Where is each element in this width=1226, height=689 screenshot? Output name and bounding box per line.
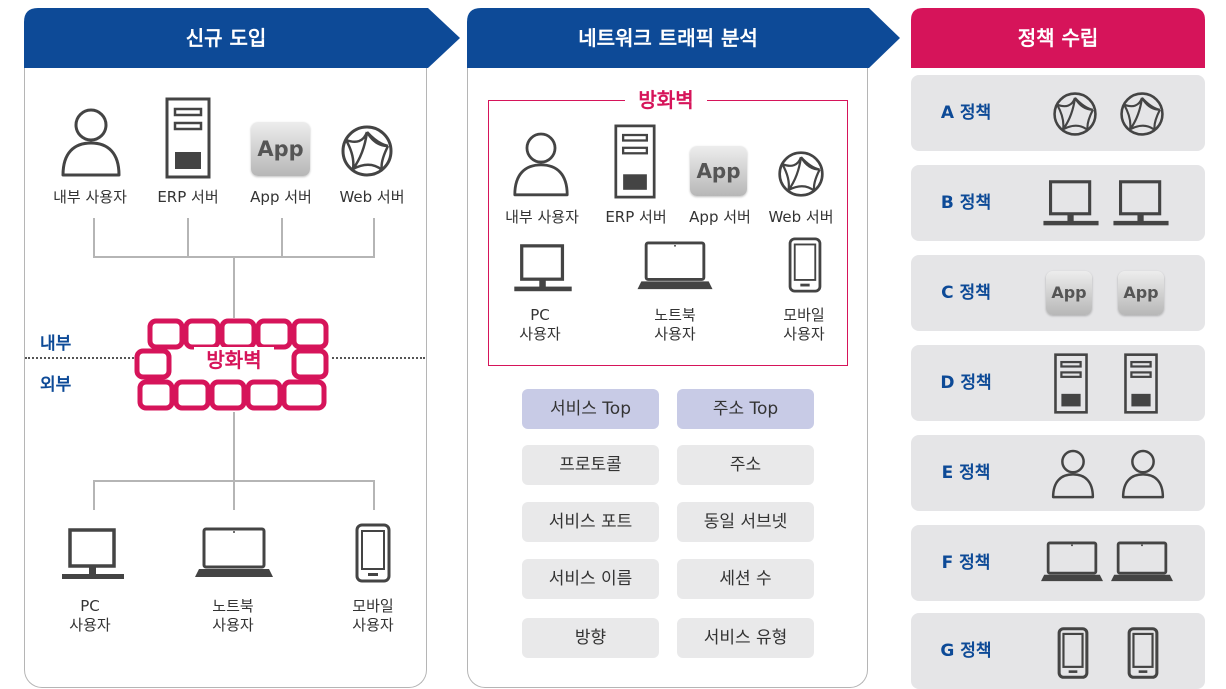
label-erp-server: ERP 서버 <box>157 188 219 206</box>
label-internal-user: 내부 사용자 <box>505 208 579 226</box>
pc-icon <box>1043 180 1099 226</box>
laptop-icon <box>637 241 713 290</box>
chip-direction[interactable]: 방향 <box>522 618 659 658</box>
connector-line <box>233 410 235 480</box>
chip-service-name[interactable]: 서비스 이름 <box>522 559 659 599</box>
middle-firewall-label: 방화벽 <box>625 87 707 113</box>
laptop-icon <box>1111 541 1173 582</box>
globe-icon <box>1120 92 1164 136</box>
user-icon <box>513 132 569 197</box>
label-pc-user: PC 사용자 <box>500 306 580 344</box>
label-laptop-user-text: 노트북 사용자 <box>654 306 696 343</box>
label-laptop-user-text: 노트북 사용자 <box>212 597 254 634</box>
mobile-icon <box>788 237 822 293</box>
connector-line <box>187 218 189 256</box>
mobile-icon <box>355 523 391 583</box>
label-laptop-user: 노트북 사용자 <box>635 306 715 344</box>
chip-same-subnet[interactable]: 동일 서브넷 <box>677 502 814 542</box>
pc-icon <box>514 244 572 292</box>
inside-label: 내부 <box>40 334 72 354</box>
chip-service-port[interactable]: 서비스 포트 <box>522 502 659 542</box>
label-laptop-user: 노트북 사용자 <box>193 597 273 635</box>
outside-label: 외부 <box>40 375 72 395</box>
user-icon <box>61 108 121 177</box>
connector-line <box>373 218 375 256</box>
label-erp-server: ERP 서버 <box>605 208 667 226</box>
stage3-title: 정책 수립 <box>1017 26 1099 50</box>
label-app-server: App 서버 <box>689 208 751 226</box>
pc-icon <box>62 528 124 579</box>
connector-line <box>93 218 95 256</box>
connector-line <box>281 218 283 256</box>
label-pc-user-text: PC 사용자 <box>69 597 111 634</box>
server-icon <box>1124 353 1158 414</box>
policy-c-name: C 정책 <box>941 283 991 303</box>
policy-c[interactable]: C 정책 App App <box>911 255 1205 331</box>
label-mobile-user-text: 모바일 사용자 <box>352 597 394 634</box>
server-icon <box>165 97 211 179</box>
policy-a-name: A 정책 <box>940 103 992 123</box>
policy-d-name: D 정책 <box>940 373 992 393</box>
connector-line <box>373 480 375 510</box>
chip-session-count[interactable]: 세션 수 <box>677 559 814 599</box>
stage1-title: 신규 도입 <box>185 26 267 50</box>
policy-e[interactable]: E 정책 <box>911 435 1205 511</box>
label-internal-user: 내부 사용자 <box>53 188 127 206</box>
stage2-chevron <box>467 8 900 68</box>
policy-g-name: G 정책 <box>940 641 992 661</box>
chip-address-top[interactable]: 주소 Top <box>677 389 814 429</box>
chip-address[interactable]: 주소 <box>677 445 814 485</box>
policy-f-name: F 정책 <box>941 553 991 573</box>
app-icon: App <box>1046 271 1092 315</box>
label-mobile-user: 모바일 사용자 <box>764 306 844 344</box>
globe-icon <box>341 125 393 177</box>
stage2-title: 네트워크 트래픽 분석 <box>578 26 758 50</box>
chip-service-type[interactable]: 서비스 유형 <box>677 618 814 658</box>
label-app-server: App 서버 <box>250 188 312 206</box>
policy-f[interactable]: F 정책 <box>911 525 1205 601</box>
policy-g[interactable]: G 정책 <box>911 613 1205 689</box>
policy-e-name: E 정책 <box>941 463 991 483</box>
server-icon <box>1054 353 1088 414</box>
mobile-icon <box>1057 627 1089 679</box>
app-icon: App <box>1118 271 1164 315</box>
label-web-server: Web 서버 <box>339 188 405 206</box>
app-icon: App <box>690 146 747 196</box>
policy-d[interactable]: D 정책 <box>911 345 1205 421</box>
stage1-chevron <box>24 8 460 68</box>
globe-icon <box>778 151 824 197</box>
label-mobile-user: 모바일 사용자 <box>333 597 413 635</box>
chip-protocol[interactable]: 프로토콜 <box>522 445 659 485</box>
mobile-icon <box>1127 627 1159 679</box>
server-icon <box>614 124 656 199</box>
label-web-server: Web 서버 <box>768 208 834 226</box>
firewall-label: 방화벽 <box>194 347 274 373</box>
app-icon: App <box>251 122 310 176</box>
connector-line <box>233 256 235 320</box>
globe-icon <box>1053 92 1097 136</box>
label-pc-user-text: PC 사용자 <box>519 306 561 343</box>
policy-b[interactable]: B 정책 <box>911 165 1205 241</box>
label-mobile-user-text: 모바일 사용자 <box>783 306 825 343</box>
user-icon <box>1051 449 1095 499</box>
label-pc-user: PC 사용자 <box>50 597 130 635</box>
laptop-icon <box>1041 541 1103 582</box>
stage3-header <box>911 8 1205 68</box>
policy-b-name: B 정책 <box>940 193 992 213</box>
laptop-icon <box>195 527 273 577</box>
chip-service-top[interactable]: 서비스 Top <box>522 389 659 429</box>
user-icon <box>1121 449 1165 499</box>
connector-line <box>93 480 95 510</box>
connector-line <box>233 480 235 510</box>
pc-icon <box>1113 180 1169 226</box>
policy-a[interactable]: A 정책 <box>911 75 1205 151</box>
